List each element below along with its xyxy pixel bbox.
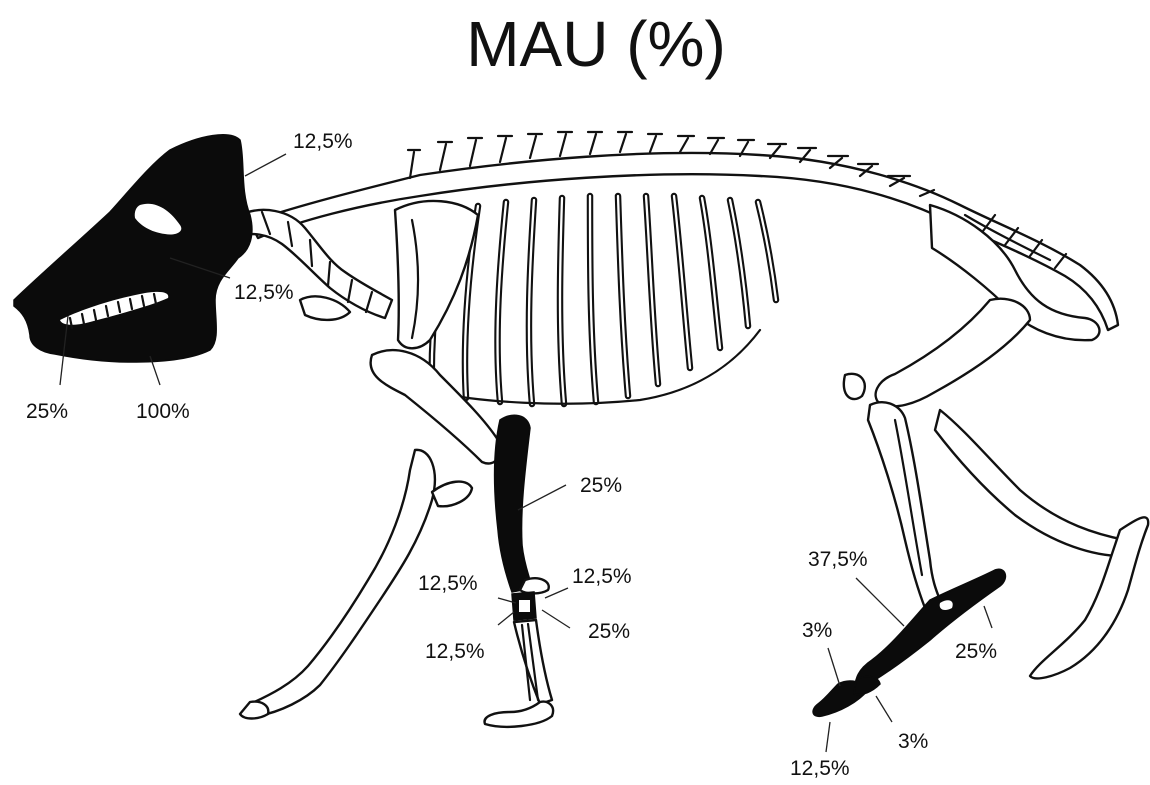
label-metacarpal-left: 12,5% [425, 640, 485, 663]
label-metacarpal-right: 25% [588, 620, 630, 643]
diagram-title: MAU (%) [466, 8, 726, 80]
label-skull-mid: 12,5% [234, 281, 294, 304]
label-skull-top: 12,5% [293, 130, 353, 153]
label-phalanx-3: 12,5% [790, 757, 850, 780]
hind-tibia-far [935, 410, 1125, 556]
radius-ulna-highlight [495, 415, 533, 592]
label-metatarsal: 37,5% [808, 548, 868, 571]
femur [876, 299, 1030, 407]
ribcage [432, 196, 776, 404]
label-phalanx-2: 3% [898, 730, 928, 753]
label-incisors: 25% [26, 400, 68, 423]
pig-skeleton [240, 132, 1148, 727]
skull-highlight [14, 135, 252, 362]
label-mandible: 100% [136, 400, 190, 423]
label-tarsal: 25% [955, 640, 997, 663]
label-carpal-right: 12,5% [572, 565, 632, 588]
far-front-leg [250, 450, 435, 716]
label-carpal-left: 12,5% [418, 572, 478, 595]
humerus [371, 350, 501, 463]
label-phalanx-1: 3% [802, 619, 832, 642]
hind-tibia [868, 402, 940, 608]
label-radius-ulna: 25% [580, 474, 622, 497]
